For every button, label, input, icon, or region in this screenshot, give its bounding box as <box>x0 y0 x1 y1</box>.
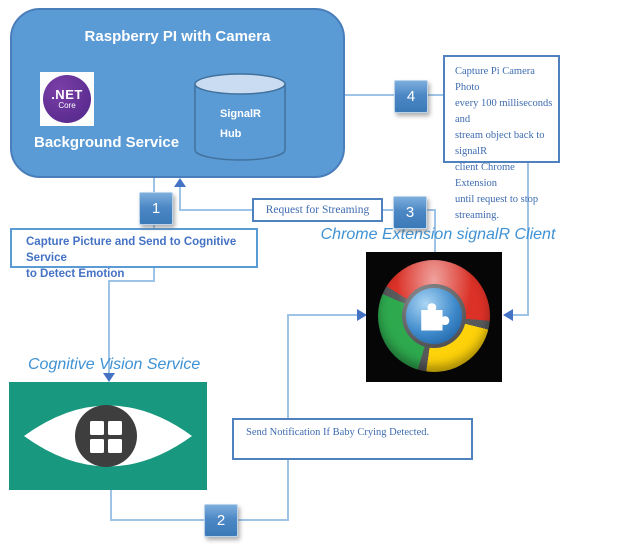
arrow-right-into-chrome <box>357 309 367 321</box>
connector-notification-up <box>287 314 289 418</box>
step-badge-2: 2 <box>204 504 238 537</box>
connector-capture-elbow <box>108 280 155 282</box>
arrow-up-into-pi <box>174 178 186 187</box>
connector-request-left <box>179 209 252 211</box>
arrow-down-into-vision <box>103 373 115 382</box>
connector-step3-down-to-chrome <box>434 209 436 253</box>
raspberry-pi-title: Raspberry PI with Camera <box>84 28 271 45</box>
puzzle-piece-icon <box>421 303 450 331</box>
step-badge-3: 3 <box>393 196 427 229</box>
capture-pi-line4: client Chrome Extension <box>455 162 515 189</box>
dotnet-core-circle-icon: .NET Core <box>43 75 91 123</box>
connector-to-chrome-right <box>512 314 529 316</box>
request-streaming-box: Request for Streaming <box>252 198 383 222</box>
raspberry-pi-box: Raspberry PI with Camera .NET Core Backg… <box>10 8 345 178</box>
connector-vision-down <box>110 490 112 521</box>
connector-note-down <box>527 163 529 316</box>
connector-step2-horizontal <box>110 519 289 521</box>
dotnet-logo-name: .NET <box>51 87 83 102</box>
connector-to-chrome-left <box>287 314 358 316</box>
dotnet-logo-edition: Core <box>58 101 76 110</box>
chrome-client-title: Chrome Extension signalR Client <box>320 226 556 243</box>
signalr-hub-label-line2: Hub <box>220 128 242 140</box>
capture-pi-line1: Capture Pi Camera Photo <box>455 66 535 93</box>
capture-pi-line2: every 100 milliseconds and <box>455 98 553 125</box>
connector-request-right <box>383 209 395 211</box>
dotnet-core-logo: .NET Core <box>40 72 94 126</box>
step-badge-4: 4 <box>394 80 428 113</box>
send-notification-box: Send Notification If Baby Crying Detecte… <box>232 418 473 460</box>
capture-pi-line6: streaming. <box>455 210 500 221</box>
capture-picture-line2: to Detect Emotion <box>26 268 125 280</box>
connector-step4-to-note <box>426 94 443 96</box>
step-badge-1: 1 <box>139 192 173 225</box>
capture-pi-line5: until request to stop <box>455 194 539 205</box>
signalr-hub-label-line1: SignalR <box>220 108 261 120</box>
vision-eye-icon <box>24 405 192 467</box>
chrome-extension-icon <box>366 252 502 382</box>
cognitive-vision-box <box>9 382 207 490</box>
capture-pi-note-box: Capture Pi Camera Photo every 100 millis… <box>443 55 560 221</box>
connector-up-to-notification <box>287 460 289 521</box>
signalr-hub-cylinder: SignalR Hub <box>194 72 286 164</box>
capture-picture-line1: Capture Picture and Send to Cognitive Se… <box>26 236 237 264</box>
capture-picture-box: Capture Picture and Send to Cognitive Se… <box>10 228 258 280</box>
capture-pi-line3: stream object back to signalR <box>455 130 545 157</box>
cylinder-icon <box>194 73 286 161</box>
connector-capture-stub <box>153 268 155 282</box>
connector-pi-to-step4 <box>345 94 395 96</box>
connector-request-up <box>179 186 181 211</box>
arrow-left-into-chrome <box>503 309 513 321</box>
connector-to-vision <box>108 280 110 375</box>
cognitive-service-title: Cognitive Vision Service <box>28 356 201 373</box>
connector-step3-right <box>425 209 436 211</box>
background-service-label: Background Service <box>34 134 180 151</box>
